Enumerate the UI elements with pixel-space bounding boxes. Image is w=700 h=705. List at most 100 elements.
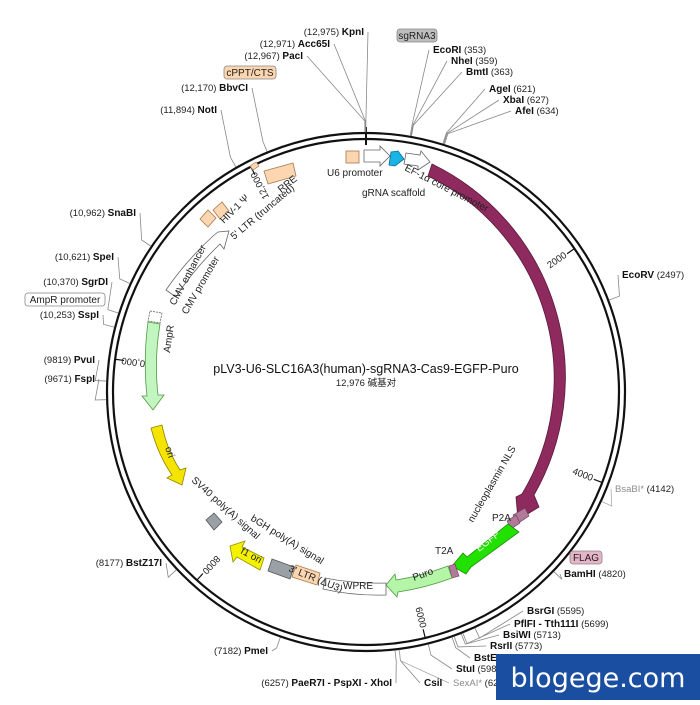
tag-cppt-box[interactable] [223,65,277,80]
site-position: (363) [488,67,513,78]
site-name: KpnI [342,27,364,38]
restriction-site-label[interactable]: BsiWI (5713) [503,630,561,641]
tag-ampr_prom-box[interactable] [24,292,106,307]
hiv-psi-feature[interactable] [212,201,230,220]
restriction-site-label[interactable]: (10,621) SpeI [55,252,114,263]
restriction-site-label[interactable]: AgeI (621) [489,84,536,95]
cppt-feature[interactable] [249,161,260,171]
feature-label-cas9: Cas9 [561,301,578,327]
restriction-site-label[interactable]: (12,967) PacI [244,51,303,62]
site-name: PvuI [74,355,95,366]
restriction-site-label[interactable]: (11,894) NotI [160,105,217,116]
restriction-site-label[interactable]: BsrGI (5595) [527,606,584,617]
site-position: (10,621) [55,252,93,263]
site-leader [427,644,453,670]
site-name: SspI [78,310,99,321]
site-name: SexAI* [453,678,482,689]
site-position: (12,967) [244,51,282,62]
site-leader [271,637,281,652]
site-name: FspI [74,374,95,385]
site-leader [165,562,177,579]
restriction-site-label[interactable]: BamHI (4820) [564,569,626,580]
restriction-site-label[interactable]: (9819) PvuI [44,355,95,366]
tag-sgrna3-box[interactable] [396,28,438,43]
site-name: BmtI [466,67,488,78]
restriction-site-label[interactable]: (12,170) BbvCI [181,83,248,94]
tag-ampr_prom: AmpR promoter [30,295,101,306]
site-name: PaeR7I - PspXI - XhoI [291,678,392,689]
tick-mark [593,478,603,484]
ltr5-feature[interactable] [199,209,217,228]
site-name: PmeI [244,646,268,657]
site-position: (10,253) [40,310,78,321]
restriction-site-label[interactable]: (9671) FspI [44,374,95,385]
site-position: (8177) [96,558,126,569]
site-position: (6257) [261,678,291,689]
ef1a-feature[interactable] [403,150,431,171]
site-name: AfeI [515,106,534,117]
puro-feature[interactable] [385,565,453,598]
restriction-site-label[interactable]: EcoRI (353) [433,45,486,56]
plasmid-title: pLV3-U6-SLC16A3(human)-sgRNA3-Cas9-EGFP-… [213,362,518,376]
restriction-site-label[interactable]: StuI (5988) [456,664,505,675]
site-position: (5988) [475,664,505,675]
restriction-site-label[interactable]: (8177) BstZ17I [96,558,162,569]
restriction-site-label[interactable]: AfeI (634) [515,106,559,117]
tag-sgrna3: sgRNA3 [398,31,436,42]
tag-flag: FLAG [573,553,599,564]
feature-label-t2a: T2A [435,546,454,557]
rre-feature[interactable] [263,162,297,185]
site-position: (12,971) [260,39,298,50]
restriction-site-label[interactable]: (12,971) Acc65I [260,39,330,50]
restriction-site-label[interactable]: BsaBI* (4142) [615,484,674,495]
restriction-site-label[interactable]: NheI (359) [451,56,498,67]
site-name: BstEII [474,653,503,664]
site-name: BbvCI [219,83,248,94]
site-name: XbaI [503,95,524,106]
site-leader [410,60,448,136]
restriction-site-label[interactable]: (10,962) SnaBI [70,208,137,219]
site-leader [411,71,463,137]
site-leader [107,281,119,314]
restriction-site-label[interactable]: EcoRV (2497) [622,270,684,281]
ampr-feature[interactable] [141,321,165,411]
site-position: (12,170) [181,83,219,94]
site-leader [442,88,486,144]
restriction-site-label[interactable]: (10,253) SspI [40,310,99,321]
site-leader [94,359,107,382]
scaffold-feature[interactable] [388,150,405,167]
restriction-site-label[interactable]: BmtI (363) [466,67,513,78]
site-leader [251,87,268,152]
restriction-site-label[interactable]: (12,975) KpnI [304,27,364,38]
site-position: (11,894) [160,105,197,116]
tag-flag-box[interactable] [569,550,603,565]
egfp-feature[interactable] [451,523,520,575]
site-name: NheI [451,56,473,67]
site-leader [453,636,487,648]
grey-block-3ltr[interactable] [267,558,295,580]
restriction-site-label[interactable]: (7182) PmeI [214,646,268,657]
restriction-site-label[interactable]: (10,370) SgrDI [43,277,108,288]
restriction-site-label[interactable]: (6257) PaeR7I - PspXI - XhoI [261,678,392,689]
site-name: BstZ17I [126,558,162,569]
restriction-site-label[interactable]: PflFI - Tth111I (5699) [514,619,609,630]
restriction-site-label[interactable]: RsrII (5773) [490,641,542,652]
sv40-block[interactable] [205,512,223,531]
u6-promoter-feature[interactable] [345,150,360,164]
site-name: SnaBI [108,208,137,219]
restriction-site-label[interactable]: XbaI (627) [503,95,549,106]
site-leader [444,110,512,145]
feature-label-u6: U6 promoter [327,168,383,179]
ori-feature[interactable] [150,424,187,486]
cmv-feature[interactable] [165,230,230,298]
wpre-feature[interactable] [322,577,387,596]
ampr-promoter-feature[interactable] [147,310,163,324]
restriction-site-label[interactable]: CsiI [424,678,443,689]
f1ori-feature[interactable] [229,540,265,571]
ltr3-feature[interactable] [291,564,321,586]
u6-arrow-feature[interactable] [363,145,391,167]
site-leader [398,649,421,684]
site-leader [601,488,613,507]
